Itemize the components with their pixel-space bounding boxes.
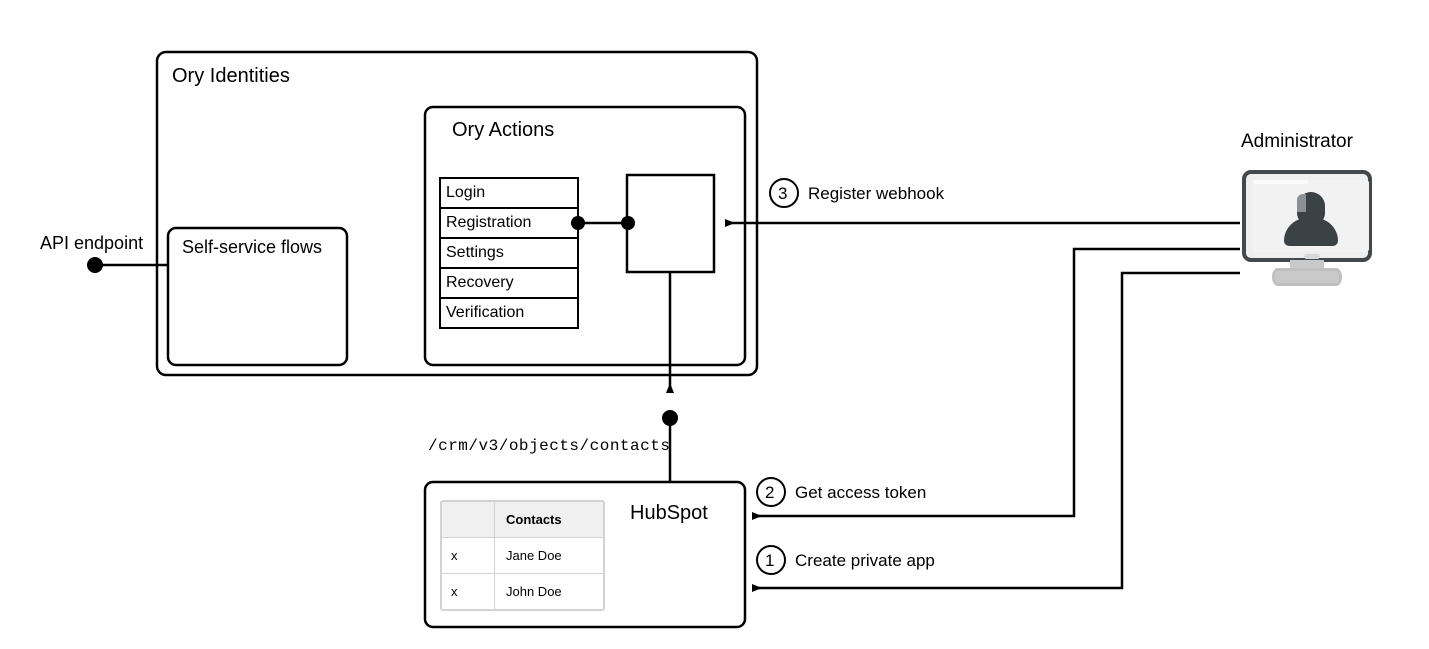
api-endpoint-dot xyxy=(87,257,103,273)
webhook-connector-dot xyxy=(621,216,635,230)
ory-identities-title: Ory Identities xyxy=(172,65,290,87)
api-endpoint-label: API endpoint xyxy=(40,233,144,253)
row-check-1[interactable]: x xyxy=(441,573,495,610)
self-service-flows-label: Self-service flows xyxy=(182,237,323,257)
flow-list-box xyxy=(439,177,579,329)
step-2-label: Get access token xyxy=(795,483,927,502)
step-1-label: Create private app xyxy=(795,551,935,570)
step-2-badge-circle xyxy=(756,477,786,507)
row-name-0: Jane Doe xyxy=(494,537,604,574)
monitor-base xyxy=(1272,268,1342,286)
flow-item-verification[interactable]: Verification xyxy=(446,304,525,321)
registration-connector-dot xyxy=(571,216,585,230)
step-1-badge-circle xyxy=(756,545,786,575)
user-avatar-body xyxy=(1284,218,1338,246)
crm-api-path-label: /crm/v3/objects/contacts xyxy=(428,437,671,455)
step-3-badge-circle xyxy=(769,178,799,208)
table-header-check xyxy=(441,501,495,538)
flow-item-login[interactable]: Login xyxy=(446,184,486,201)
step-2-number: 2 xyxy=(765,483,775,502)
table-header-contacts: Contacts xyxy=(494,501,604,538)
webhook-action-box xyxy=(625,173,716,274)
monitor-user-icon xyxy=(1242,170,1372,286)
monitor-notch xyxy=(1304,254,1320,259)
step-2-arrow xyxy=(752,247,1240,520)
monitor-bezel xyxy=(1242,170,1372,262)
administrator-label: Administrator xyxy=(1241,131,1353,152)
ory-actions-title: Ory Actions xyxy=(452,119,555,141)
table-row[interactable]: x Jane Doe xyxy=(441,537,604,574)
contacts-table: Contacts x Jane Doe x John Doe xyxy=(440,500,605,611)
step-3-label: Register webhook xyxy=(808,184,945,203)
hubspot-label: HubSpot xyxy=(630,502,708,524)
table-row[interactable]: x John Doe xyxy=(441,573,604,610)
flow-item-registration[interactable]: Registration xyxy=(446,214,532,231)
row-name-1: John Doe xyxy=(494,573,604,610)
step-1-arrow xyxy=(752,271,1240,592)
table-header-row: Contacts xyxy=(441,501,604,538)
user-avatar-head-highlight xyxy=(1297,194,1306,212)
flow-item-recovery[interactable]: Recovery xyxy=(446,274,514,291)
flow-item-settings[interactable]: Settings xyxy=(446,244,504,261)
row-check-0[interactable]: x xyxy=(441,537,495,574)
self-service-flows-box xyxy=(166,226,349,367)
monitor-screen-gloss xyxy=(1253,180,1308,184)
step-1-number: 1 xyxy=(765,551,775,570)
step-3-number: 3 xyxy=(778,184,788,203)
